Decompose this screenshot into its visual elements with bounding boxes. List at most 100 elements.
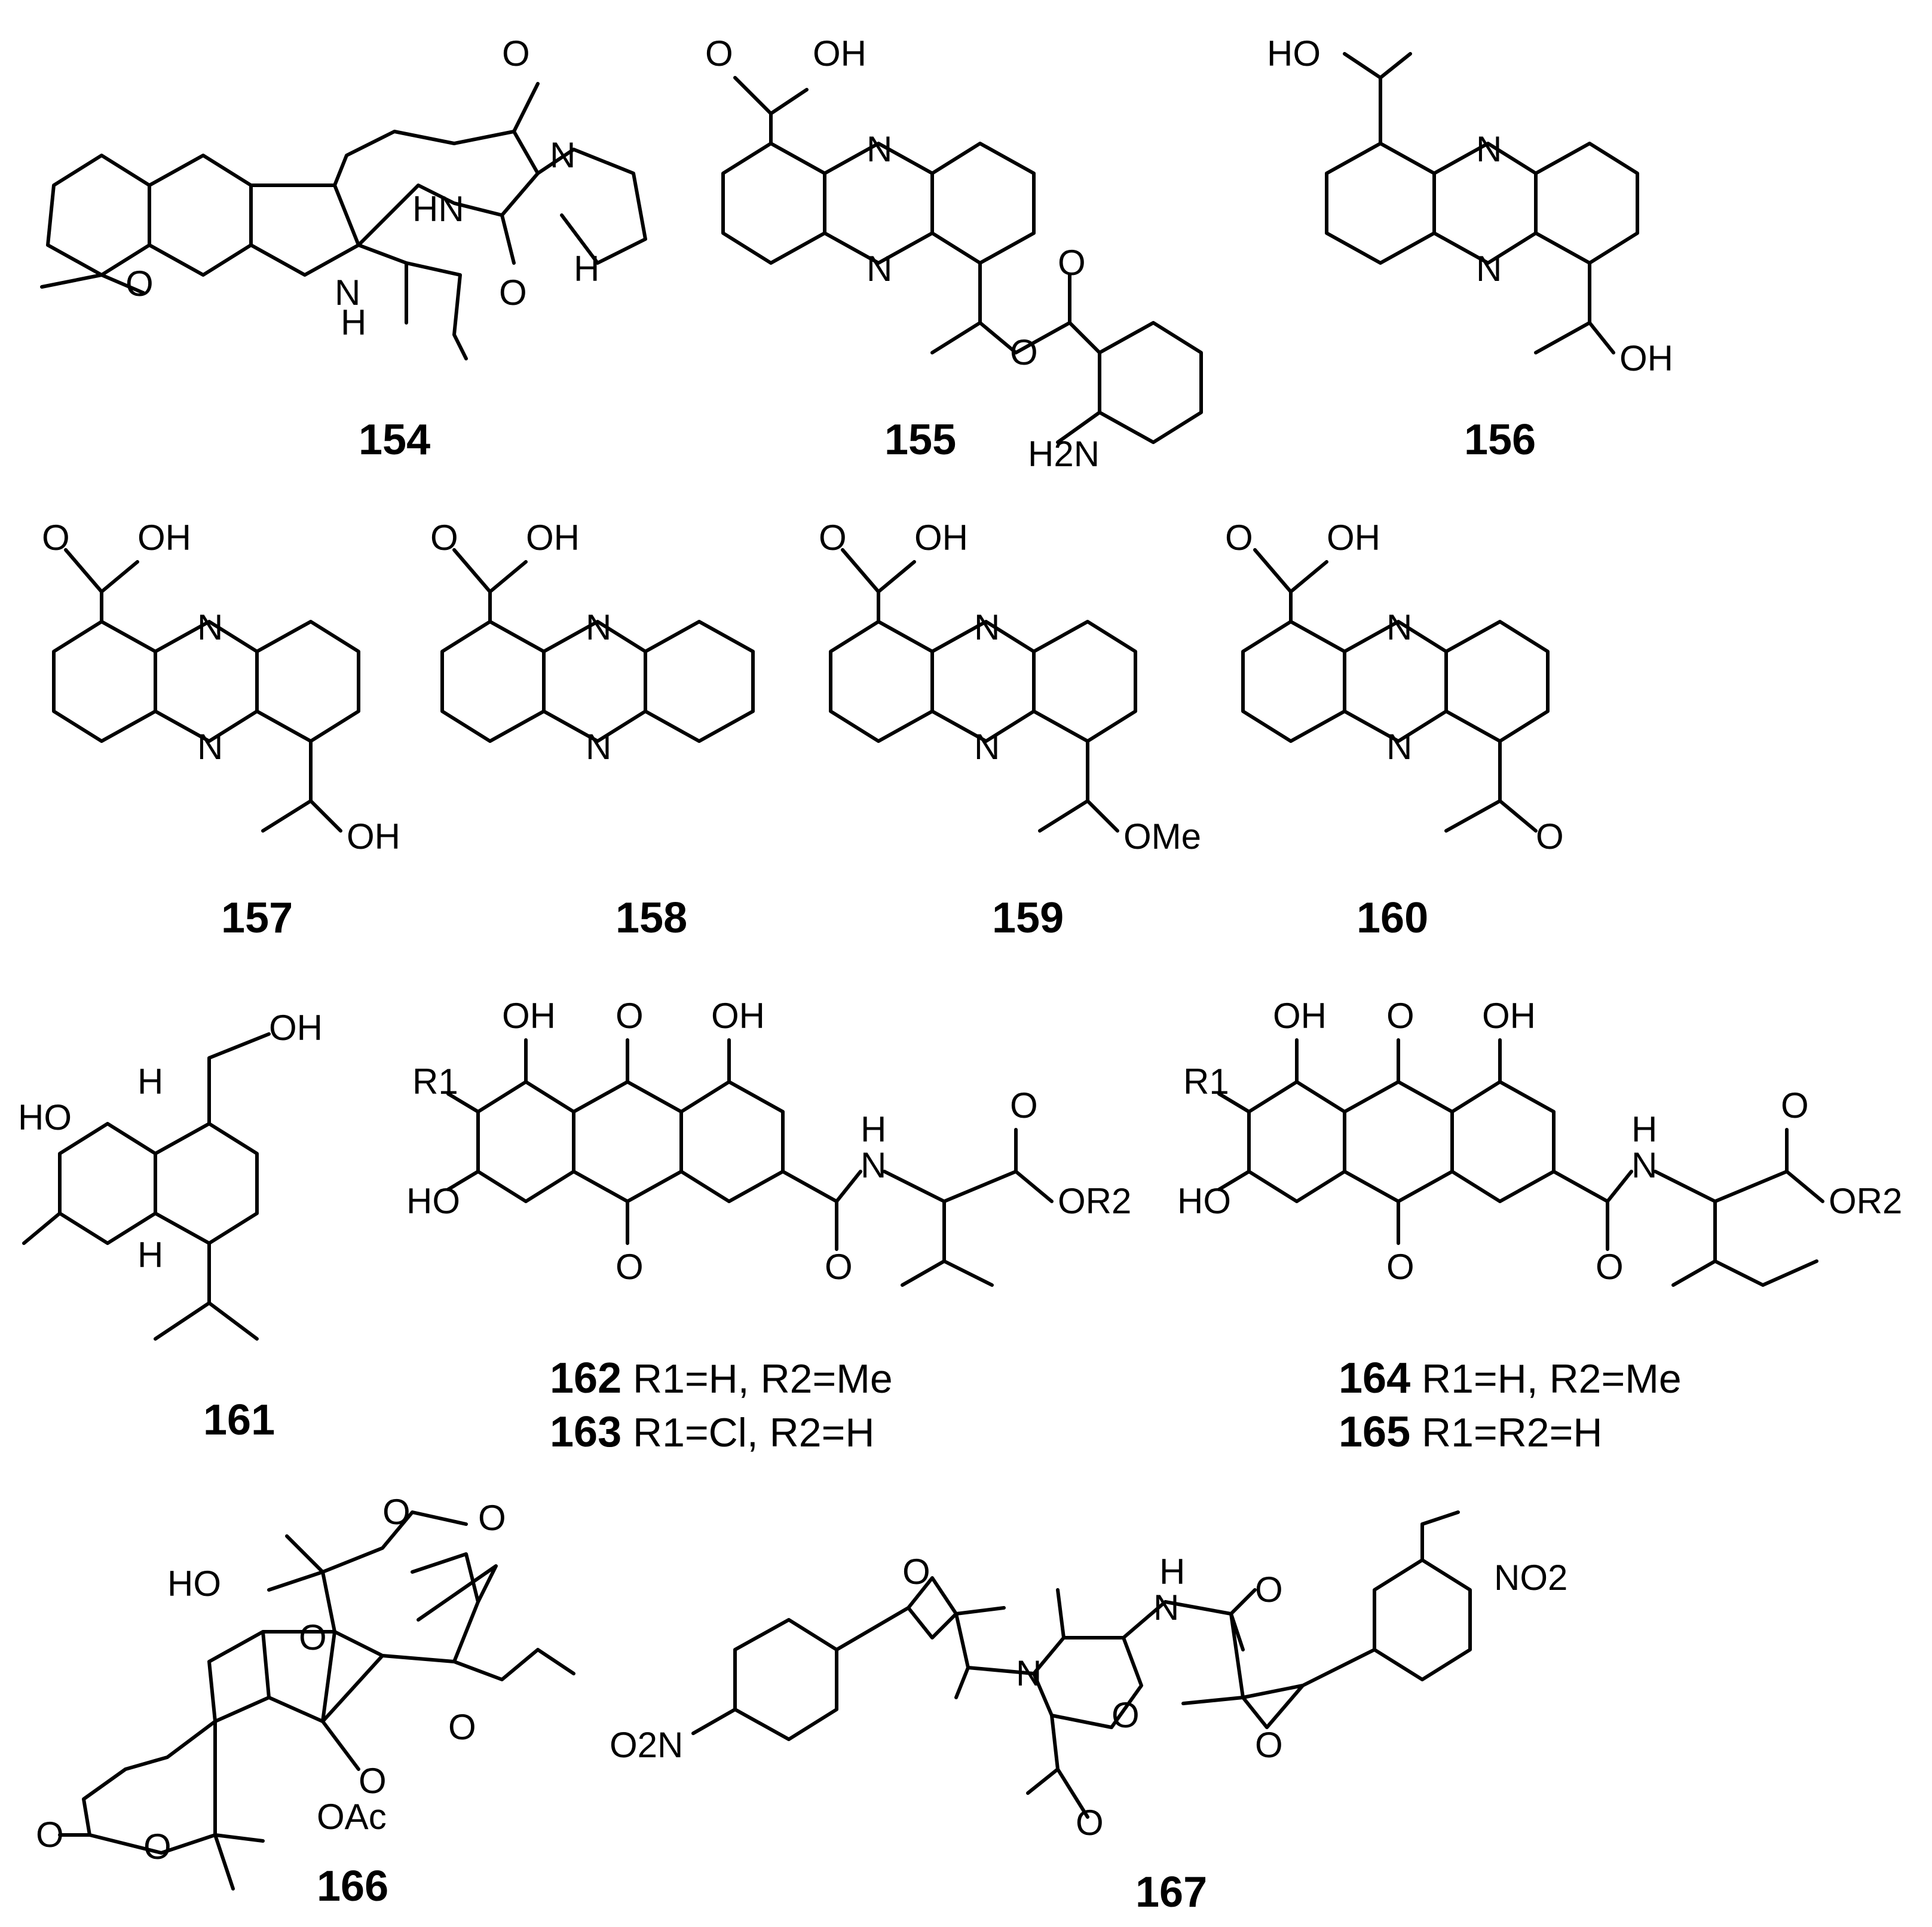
atom-label: O bbox=[382, 1492, 411, 1532]
atom-label: H bbox=[137, 1235, 163, 1275]
atom-label: O bbox=[42, 518, 70, 558]
atom-label: O bbox=[1010, 1085, 1038, 1125]
atom-label: R1 bbox=[412, 1062, 458, 1102]
atom-label: O bbox=[143, 1827, 172, 1867]
atom-label: N bbox=[974, 727, 1000, 767]
atom-label: O bbox=[1058, 243, 1086, 283]
atom-label: O bbox=[705, 33, 733, 74]
caption-164: 164 R1=H, R2=Me bbox=[1339, 1354, 1682, 1402]
atom-label: H bbox=[1631, 1109, 1657, 1149]
atom-label: N bbox=[867, 249, 892, 289]
atom-label: O bbox=[478, 1498, 506, 1538]
compound-number: 165 bbox=[1339, 1408, 1410, 1456]
atom-label: N bbox=[1476, 249, 1502, 289]
compound-166-structure: O O HO O O O O O OAc bbox=[36, 1492, 575, 1891]
substituent-caption: R1=H, R2=Me bbox=[633, 1356, 893, 1402]
compound-155-structure: O OH N N O O H2N bbox=[705, 33, 1203, 474]
atom-label: H bbox=[137, 1062, 163, 1102]
atom-label: N bbox=[586, 607, 611, 647]
compound-number: 166 bbox=[317, 1862, 388, 1910]
atom-label: N bbox=[867, 129, 892, 169]
atom-label: R1 bbox=[1183, 1062, 1229, 1102]
compound-162-structure: OH O OH R1 HO O H N O OR2 O bbox=[406, 996, 1131, 1287]
atom-label: N bbox=[197, 607, 223, 647]
atom-label: H bbox=[574, 249, 599, 289]
atom-label: HO bbox=[406, 1181, 460, 1221]
atom-label: O bbox=[1386, 1247, 1414, 1287]
atom-label: O bbox=[1386, 996, 1414, 1036]
atom-label: N bbox=[197, 727, 223, 767]
atom-label: N bbox=[1476, 129, 1502, 169]
atom-label: HO bbox=[1267, 33, 1321, 74]
atom-label: OH bbox=[1619, 338, 1673, 378]
atom-label: N bbox=[1153, 1588, 1179, 1628]
atom-label: O bbox=[125, 264, 154, 304]
compound-157-structure: O OH N N OH bbox=[42, 518, 400, 857]
compound-number: 161 bbox=[203, 1396, 275, 1444]
caption-163: 163 R1=Cl, R2=H bbox=[550, 1408, 874, 1456]
compound-161-structure: OH HO H H bbox=[18, 1008, 323, 1341]
compound-156-structure: HO N N OH bbox=[1267, 33, 1673, 378]
substituent-caption: R1=R2=H bbox=[1422, 1410, 1602, 1455]
compound-number: 157 bbox=[221, 894, 293, 942]
compound-number: 154 bbox=[359, 416, 430, 464]
atom-label: NO2 bbox=[1494, 1558, 1567, 1598]
compound-number: 158 bbox=[616, 894, 687, 942]
atom-label: OAc bbox=[317, 1797, 387, 1837]
atom-label: N bbox=[974, 607, 1000, 647]
atom-label: N bbox=[861, 1145, 886, 1185]
atom-label: O bbox=[299, 1617, 327, 1657]
compound-number: 155 bbox=[884, 416, 956, 464]
atom-label: OR2 bbox=[1058, 1181, 1131, 1221]
atom-label: N bbox=[1386, 607, 1412, 647]
atom-label: N bbox=[550, 135, 575, 175]
caption-165: 165 R1=R2=H bbox=[1339, 1408, 1602, 1456]
atom-label: HN bbox=[412, 189, 464, 229]
atom-label: N bbox=[586, 727, 611, 767]
atom-label: OH bbox=[1273, 996, 1327, 1036]
atom-label: HO bbox=[18, 1097, 72, 1137]
atom-label: OH bbox=[1482, 996, 1536, 1036]
atom-label: O bbox=[359, 1761, 387, 1801]
atom-label: O bbox=[448, 1707, 476, 1747]
atom-label: OH bbox=[347, 816, 400, 857]
atom-label: H bbox=[1159, 1552, 1185, 1592]
compound-160-structure: O OH N N O bbox=[1225, 518, 1564, 857]
compound-number: 162 bbox=[550, 1354, 621, 1402]
compound-159-structure: O OH N N OMe bbox=[819, 518, 1201, 857]
compound-167-structure: O NO2 H N O N O O2N O O bbox=[610, 1510, 1567, 1843]
compound-number: 159 bbox=[992, 894, 1064, 942]
atom-label: OH bbox=[502, 996, 556, 1036]
atom-label: OH bbox=[914, 518, 968, 558]
compound-158-structure: O OH N N bbox=[430, 518, 755, 767]
compound-number: 156 bbox=[1464, 416, 1536, 464]
atom-label: OMe bbox=[1123, 816, 1201, 857]
atom-label: N bbox=[1016, 1653, 1042, 1693]
atom-label: OH bbox=[1327, 518, 1380, 558]
atom-label: OR2 bbox=[1829, 1181, 1902, 1221]
atom-label: O bbox=[502, 33, 530, 74]
atom-label: H bbox=[341, 302, 366, 342]
compound-number: 160 bbox=[1357, 894, 1428, 942]
atom-label: HO bbox=[167, 1564, 221, 1604]
atom-label: O bbox=[499, 273, 527, 313]
atom-label: H bbox=[861, 1109, 886, 1149]
atom-label: O bbox=[36, 1815, 64, 1855]
atom-label: O bbox=[616, 1247, 644, 1287]
atom-label: O bbox=[825, 1247, 853, 1287]
substituent-caption: R1=Cl, R2=H bbox=[633, 1410, 874, 1455]
atom-label: O bbox=[616, 996, 644, 1036]
atom-label: O2N bbox=[610, 1725, 683, 1765]
compound-154-structure: O N HN O H O N H bbox=[40, 33, 647, 360]
compound-number: 164 bbox=[1339, 1354, 1410, 1402]
atom-label: O bbox=[1076, 1803, 1104, 1843]
atom-label: O bbox=[430, 518, 458, 558]
compound-164-structure: OH O OH R1 HO O H N O OR2 O bbox=[1177, 996, 1902, 1287]
atom-label: O bbox=[819, 518, 847, 558]
atom-label: N bbox=[1631, 1145, 1657, 1185]
atom-label: O bbox=[902, 1552, 930, 1592]
compound-number: 167 bbox=[1135, 1868, 1207, 1916]
atom-label: OH bbox=[526, 518, 580, 558]
atom-label: O bbox=[1255, 1725, 1283, 1765]
